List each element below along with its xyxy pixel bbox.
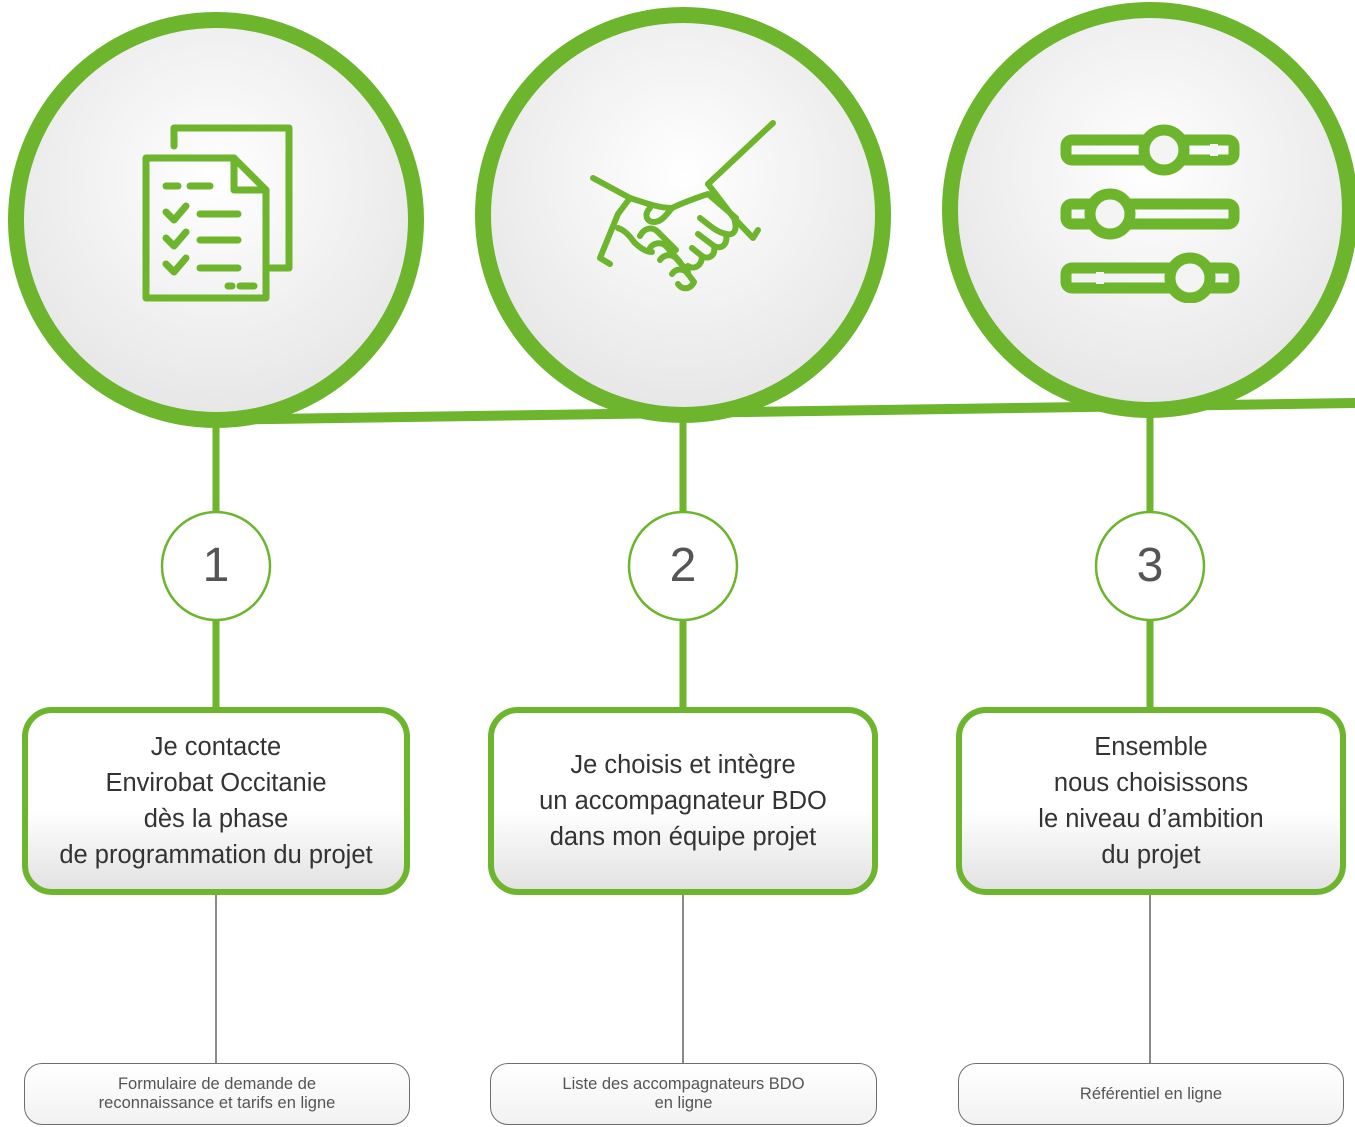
link-pill-2-line-1: Liste des accompagnateurs BDO: [562, 1075, 805, 1093]
step-description-box-3: Ensemble nous choisissons le niveau d’am…: [956, 707, 1346, 895]
link-pill-bdo-list[interactable]: Liste des accompagnateurs BDO en ligne: [490, 1063, 877, 1125]
link-pill-1-line-2: reconnaissance et tarifs en ligne: [98, 1094, 336, 1112]
step-1-line-2: Envirobat Occitanie: [105, 769, 327, 797]
link-pill-2-line-2: en ligne: [654, 1094, 713, 1112]
step-3-line-3: le niveau d’ambition: [1038, 805, 1264, 833]
number-circle-2: [627, 510, 739, 622]
step-1-line-1: Je contacte: [150, 733, 282, 761]
step-circle-1: [8, 12, 424, 428]
step-3-line-1: Ensemble: [1094, 733, 1208, 761]
step-circle-3: [942, 2, 1355, 418]
step-description-box-1: Je contacte Envirobat Occitanie dès la p…: [22, 707, 410, 895]
step-number-3: 3: [1136, 539, 1164, 592]
link-pill-request-form[interactable]: Formulaire de demande de reconnaissance …: [24, 1063, 410, 1125]
step-circle-2: [475, 7, 891, 423]
step-1-line-4: de programmation du projet: [59, 841, 373, 869]
step-2-line-2: un accompagnateur BDO: [539, 787, 827, 815]
step-number-1: 1: [202, 539, 230, 592]
step-description-box-2: Je choisis et intègre un accompagnateur …: [488, 707, 878, 895]
step-1-line-3: dès la phase: [143, 805, 289, 833]
link-pill-1-line-1: Formulaire de demande de: [117, 1075, 317, 1093]
checklist-documents-icon: [142, 124, 293, 302]
step-2-line-3: dans mon équipe projet: [549, 823, 817, 851]
step-3-line-4: du projet: [1101, 841, 1201, 869]
number-circle-1: [160, 510, 272, 622]
link-pill-3-line-1: Référentiel en ligne: [1079, 1084, 1223, 1103]
sliders-settings-icon: [1060, 124, 1240, 303]
step-number-2: 2: [669, 539, 697, 592]
number-circle-3: [1094, 510, 1206, 622]
step-3-line-2: nous choisissons: [1053, 769, 1249, 797]
step-2-line-1: Je choisis et intègre: [570, 751, 796, 779]
link-pill-referentiel[interactable]: Référentiel en ligne: [958, 1063, 1344, 1125]
handshake-icon: [590, 120, 776, 292]
